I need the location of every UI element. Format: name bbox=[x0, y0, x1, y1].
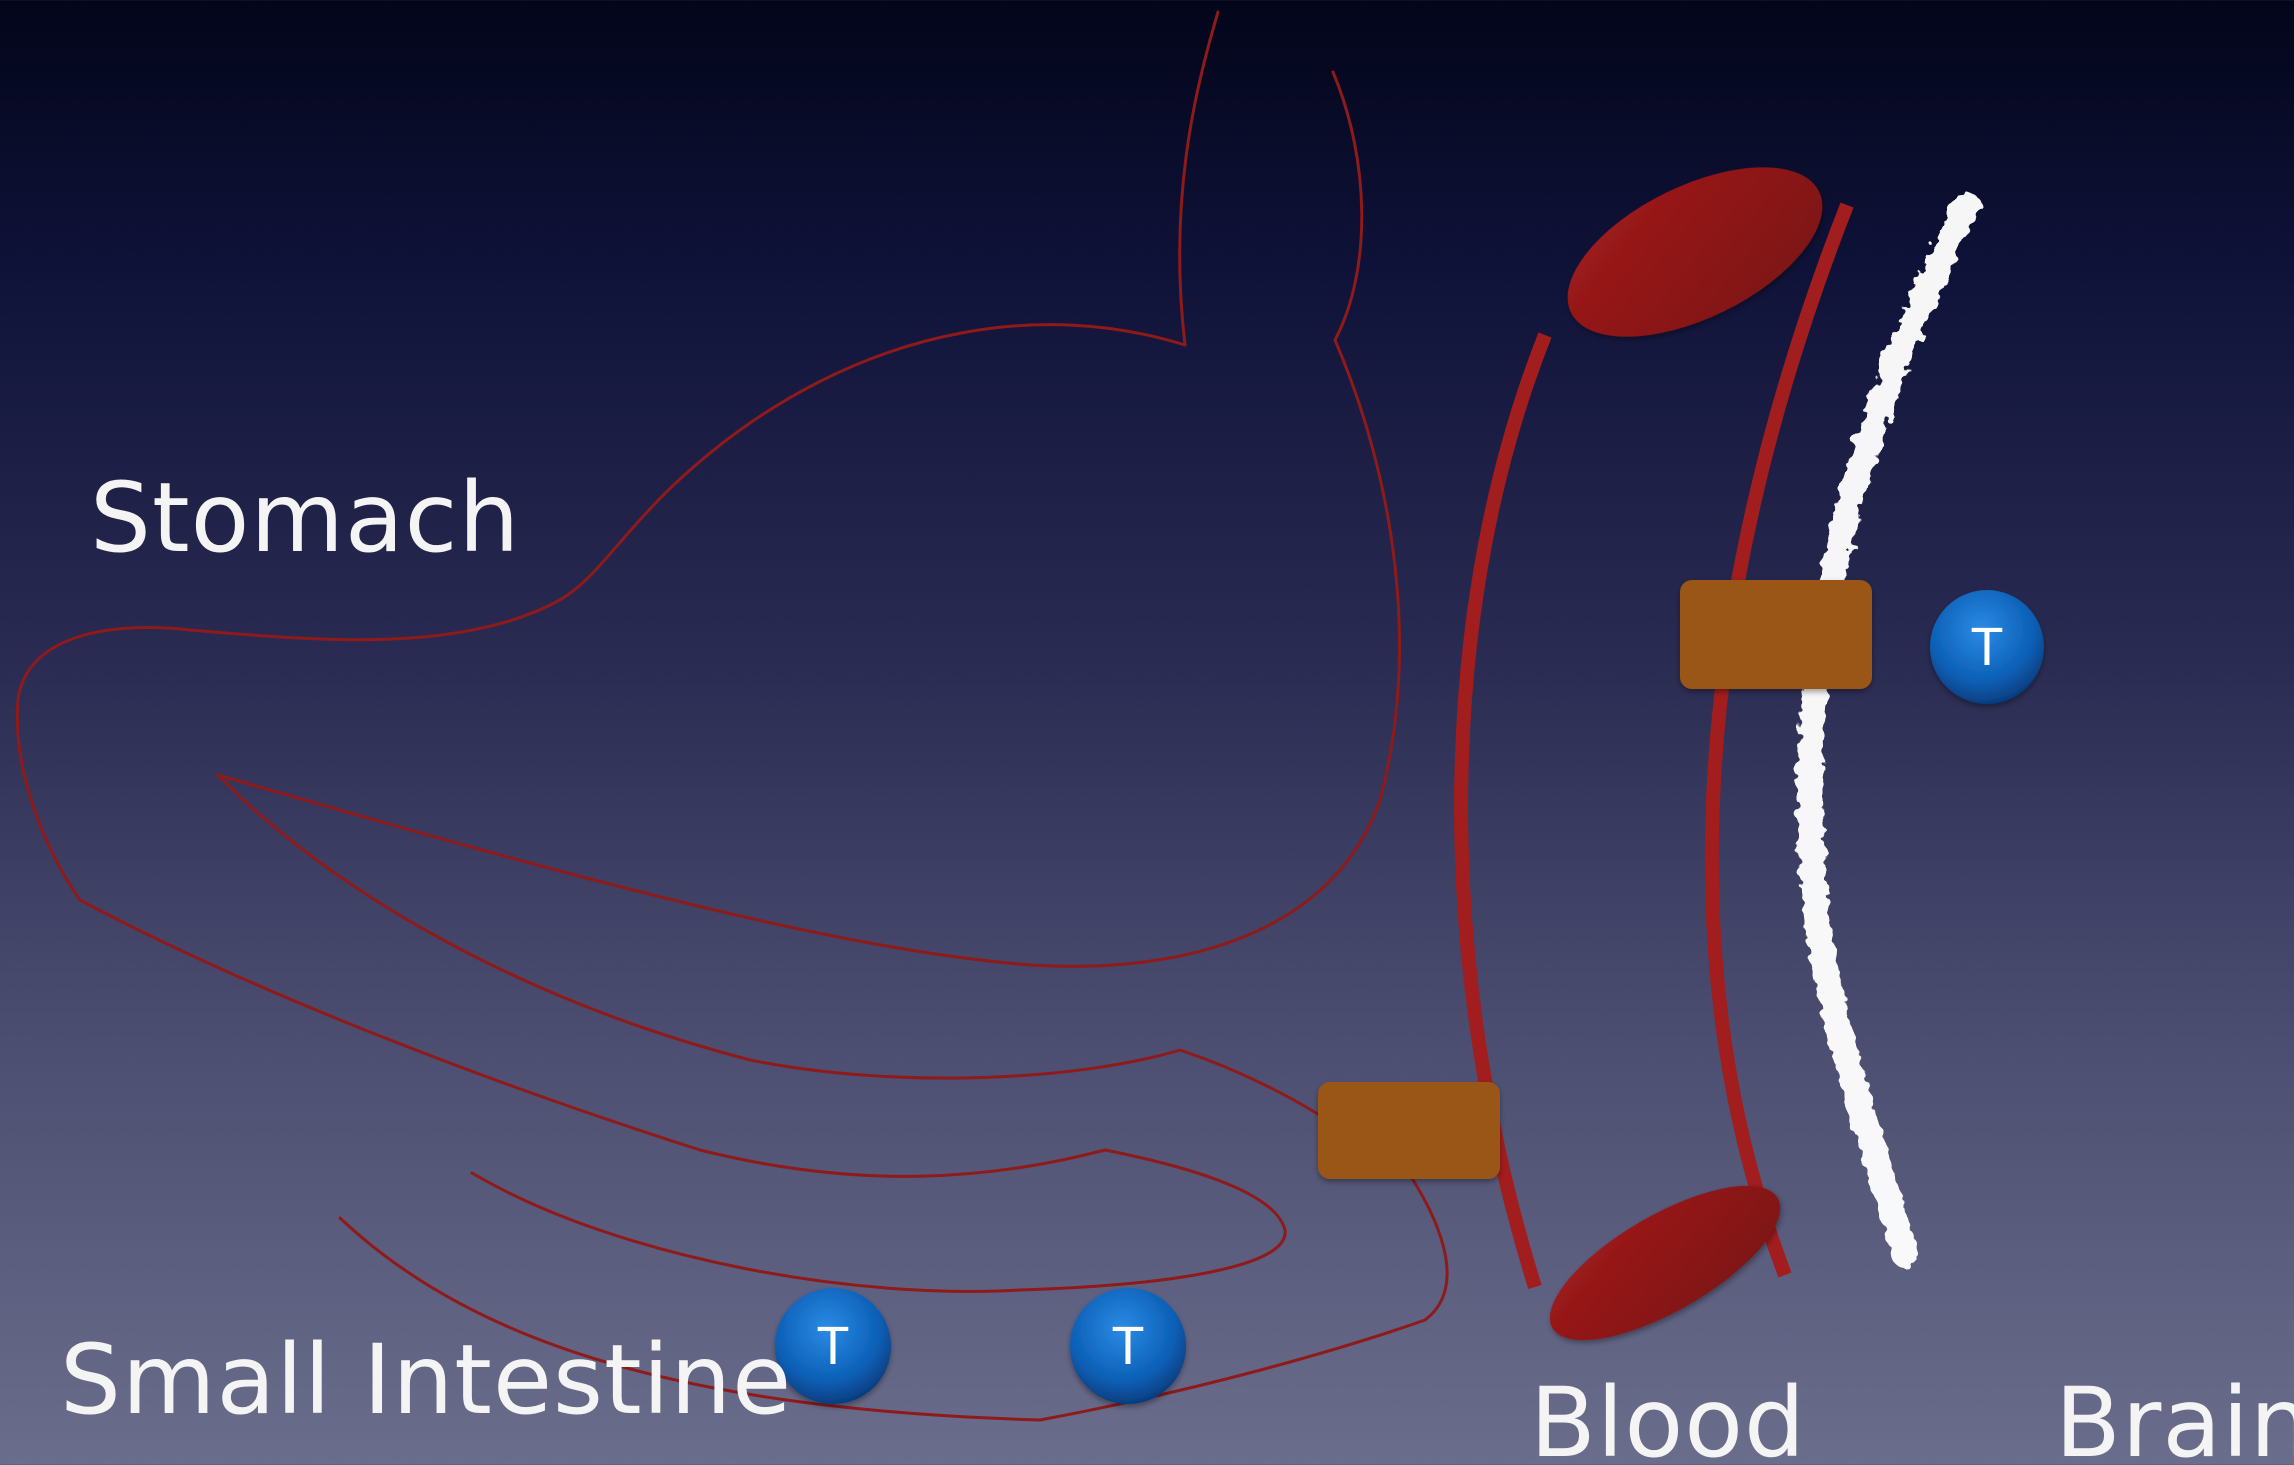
token-brain: T bbox=[1930, 590, 2044, 704]
duodenum-outer bbox=[80, 900, 1105, 1176]
vessel-right-wall bbox=[1712, 205, 1847, 1275]
esophagus-right-wall bbox=[1333, 72, 1362, 340]
esophagus-left-wall bbox=[1180, 12, 1218, 345]
brain-label: Brain bbox=[2055, 1375, 2294, 1465]
token-intestine-left: T bbox=[775, 1288, 891, 1404]
transporter-blood-brain bbox=[1680, 580, 1872, 689]
blood-brain-barrier bbox=[1810, 205, 1967, 1255]
stomach-upper-curve bbox=[17, 325, 1185, 900]
intestine-loop-inner bbox=[472, 1150, 1285, 1292]
barrier-line bbox=[1810, 205, 1967, 1255]
vessel-cell-bottom bbox=[1528, 1156, 1801, 1369]
blood-vessel bbox=[1461, 205, 1847, 1287]
stomach-outline bbox=[17, 12, 1399, 1176]
small-intestine-label: Small Intestine bbox=[60, 1332, 792, 1428]
stomach-greater-curve bbox=[218, 340, 1399, 966]
token-intestine-right: T bbox=[1070, 1288, 1186, 1404]
token-letter: T bbox=[817, 1316, 850, 1376]
token-letter: T bbox=[1971, 617, 2004, 677]
blood-label: Blood bbox=[1530, 1375, 1806, 1465]
stomach-label: Stomach bbox=[90, 470, 520, 566]
token-letter: T bbox=[1112, 1316, 1145, 1376]
transporter-intestine-blood bbox=[1318, 1082, 1500, 1179]
